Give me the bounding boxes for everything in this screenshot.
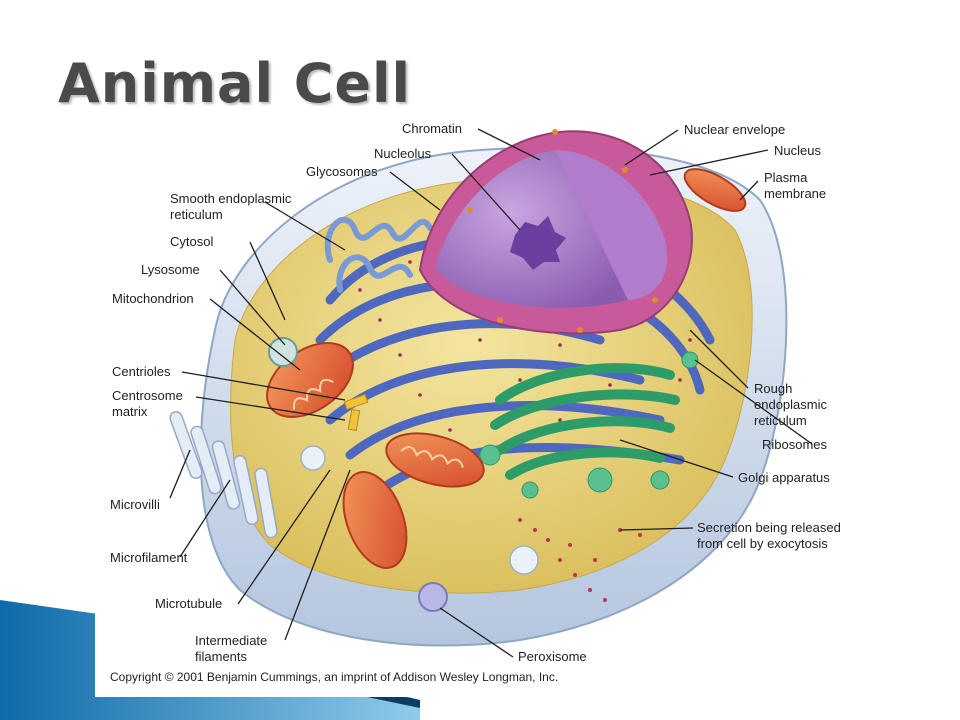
vesicle-shape [300,445,326,471]
label-peroxisome: Peroxisome [518,649,587,664]
label-smooth-er-2: reticulum [170,207,223,222]
label-centrioles: Centrioles [112,364,171,379]
smooth-er-group [324,216,433,293]
label-plasma: Plasma [764,170,808,185]
label-cytosol: Cytosol [170,234,213,249]
label-microvilli: Microvilli [110,497,160,512]
leader-lines [169,128,813,658]
label-microfilament: Microfilament [110,550,188,565]
golgi-group [490,363,680,480]
label-glycosomes: Glycosomes [306,164,378,179]
centrioles-shape [343,393,369,432]
label-centrosome-2: matrix [112,404,148,419]
copyright-text: Copyright © 2001 Benjamin Cummings, an i… [110,670,558,684]
secretion-dots [518,518,642,602]
label-rough-er: Rough [754,381,792,396]
nucleolus-shape [510,216,566,270]
label-intermediate-2: filaments [195,649,248,664]
label-centrosome: Centrosome [112,388,183,403]
nuclear-pores [467,129,658,333]
label-lysosome: Lysosome [141,262,200,277]
label-microtubule: Microtubule [155,596,222,611]
label-plasma-2: membrane [764,186,826,201]
label-secretion-2: from cell by exocytosis [697,536,828,551]
label-nuclear-envelope: Nuclear envelope [684,122,785,137]
label-chromatin: Chromatin [402,121,462,136]
slide-title: Animal Cell [58,52,412,115]
label-secretion: Secretion being released [697,520,841,535]
lysosome-shape [268,337,298,367]
label-ribosomes: Ribosomes [762,437,828,452]
nucleus-cut-face [555,150,668,300]
golgi-vesicles [479,351,699,499]
label-nucleolus: Nucleolus [374,146,432,161]
label-mitochondrion: Mitochondrion [112,291,194,306]
microvilli-group [169,410,278,539]
label-intermediate: Intermediate [195,633,267,648]
label-nucleus: Nucleus [774,143,821,158]
label-rough-er-3: reticulum [754,413,807,428]
peroxisome-shape [418,582,448,612]
label-smooth-er: Smooth endoplasmic [170,191,292,206]
label-rough-er-2: endoplasmic [754,397,827,412]
vesicle-shape [509,545,539,575]
label-golgi: Golgi apparatus [738,470,830,485]
